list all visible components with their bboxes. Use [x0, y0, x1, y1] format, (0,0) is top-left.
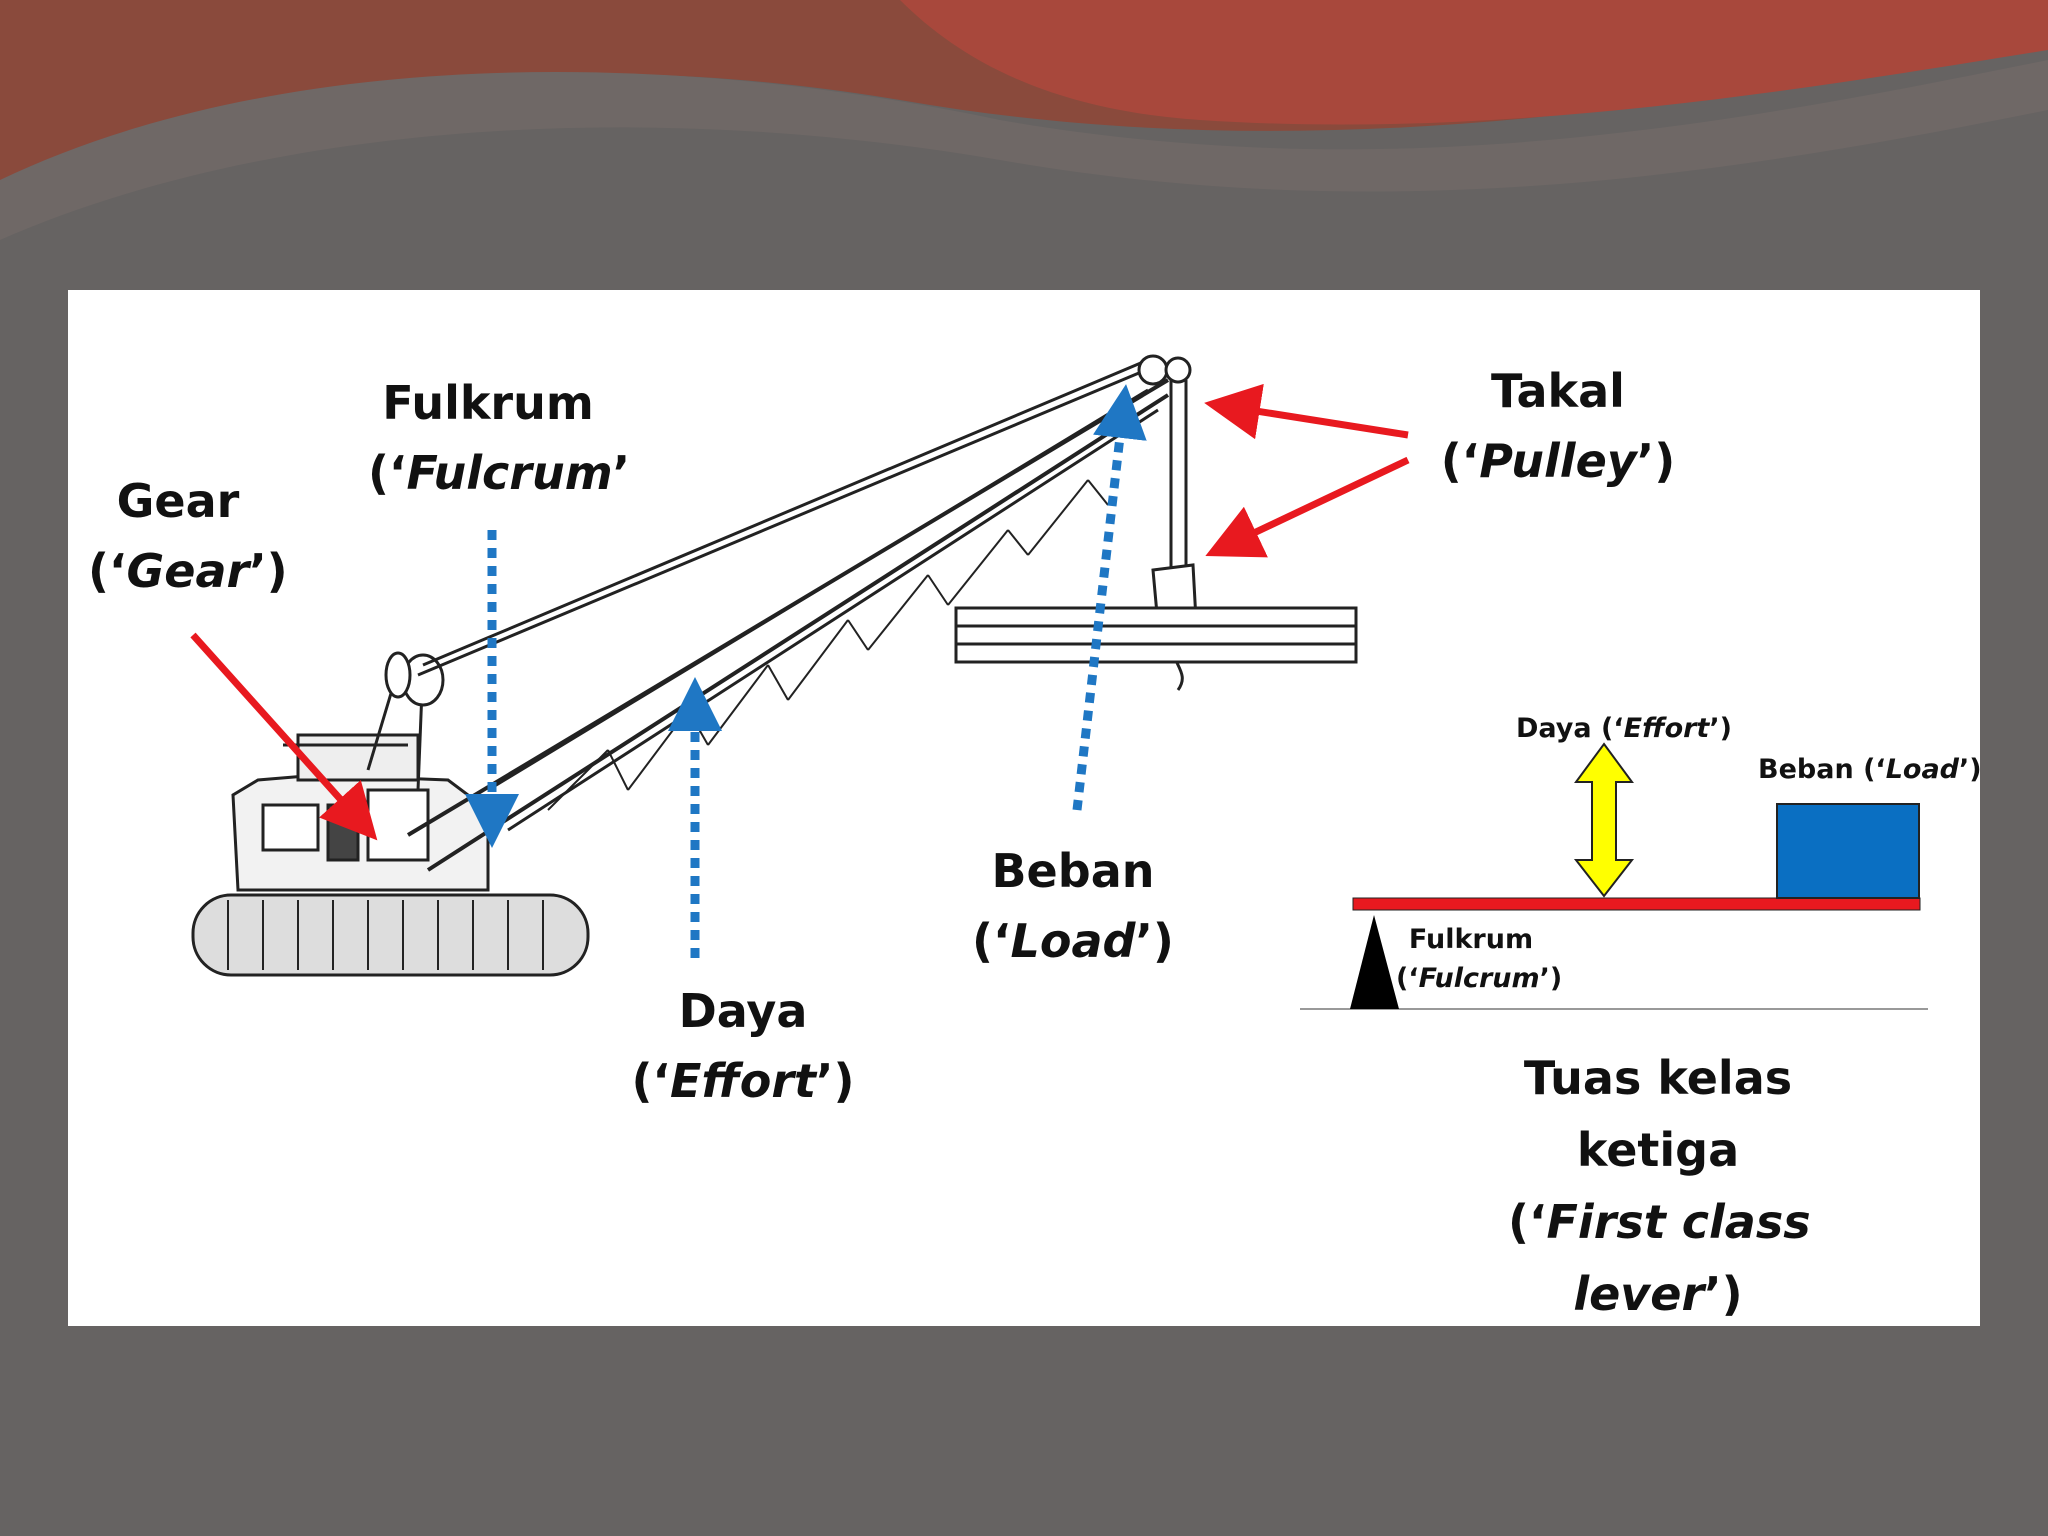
- load-arrow: [1072, 384, 1147, 811]
- fulcrum-label-translation: (‘Fulcrum’: [368, 446, 631, 500]
- top-pulley-sheave: [1137, 354, 1169, 386]
- lever-fulcrum-label-main: Fulkrum: [1408, 924, 1534, 955]
- lever-fulcrum-label: Fulkrum (‘Fulcrum’): [1396, 924, 1563, 994]
- pulley-pointer-arrow-bottom: [1205, 456, 1410, 558]
- effort-label-main: Daya: [678, 984, 808, 1038]
- gear-label-main: Gear: [116, 474, 240, 528]
- header-swoosh-red: [900, 0, 2048, 125]
- lever-diagram: [1300, 742, 1928, 1010]
- fulcrum-triangle: [1350, 915, 1399, 1009]
- lever-class-caption: Tuas kelas ketiga (‘First class lever’): [1508, 1042, 1811, 1330]
- caption-line-1: Tuas kelas: [1523, 1051, 1793, 1105]
- load-pipes: [954, 606, 1358, 664]
- crane-illustration: [191, 354, 1358, 977]
- caption-line-4: lever’): [1573, 1267, 1743, 1321]
- effort-double-arrow: [1573, 742, 1635, 898]
- header-swoosh-grey: [0, 60, 2048, 240]
- load-label-translation: (‘Load’): [972, 914, 1174, 968]
- crane-track: [191, 893, 590, 977]
- caption-line-2: ketiga: [1576, 1123, 1740, 1177]
- lever-bar: [1352, 897, 1921, 911]
- pulley-pointer-arrow-top: [1204, 383, 1409, 440]
- effort-label-translation: (‘Effort’): [631, 1054, 855, 1108]
- diagram-panel: Gear (‘Gear’) Fulkrum (‘Fulcrum’ Takal (…: [68, 290, 1982, 1326]
- pulley-label-translation: (‘Pulley’): [1440, 434, 1676, 488]
- gear-label: Gear (‘Gear’): [88, 474, 288, 598]
- pulley-label-main: Takal: [1491, 364, 1625, 418]
- lever-load-label: Beban (‘Load’): [1758, 754, 1982, 785]
- pulley-label: Takal (‘Pulley’): [1438, 368, 1678, 484]
- diagram-drawing: [190, 354, 1928, 1010]
- gear-label-translation: (‘Gear’): [88, 544, 288, 598]
- lever-fulcrum-label-translation: (‘Fulcrum’): [1396, 963, 1563, 994]
- load-label: Beban (‘Load’): [943, 848, 1203, 964]
- load-box: [1776, 803, 1920, 899]
- caption-line-3: (‘First class: [1508, 1195, 1811, 1249]
- gear-pointer-arrow: [190, 632, 378, 841]
- load-label-main: Beban: [991, 844, 1155, 898]
- lever-effort-label: Daya (‘Effort’): [1516, 713, 1732, 744]
- effort-label: Daya (‘Effort’): [613, 988, 873, 1104]
- fulcrum-label-main: Fulkrum: [382, 376, 594, 430]
- fulcrum-label: Fulkrum (‘Fulcrum’: [368, 376, 631, 500]
